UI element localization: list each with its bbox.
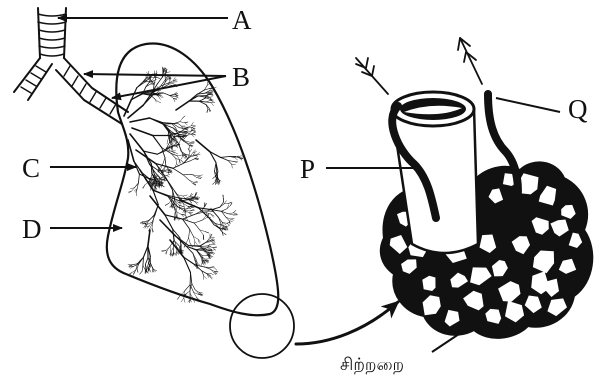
label-c: C: [22, 153, 40, 183]
label-p: P: [300, 154, 315, 184]
pointer-q: [496, 98, 560, 112]
trachea: [14, 8, 128, 124]
label-alveoli: சிற்றறை: [340, 355, 404, 375]
label-d: D: [22, 214, 42, 244]
label-a: A: [232, 5, 252, 35]
lung: [107, 43, 278, 315]
flow-arrow-right: [458, 38, 482, 84]
zoom-arrow: [296, 302, 398, 344]
label-q: Q: [568, 94, 588, 124]
zoom-circle: [230, 294, 294, 358]
pointer-alveoli: [432, 332, 462, 352]
bronchiole-tree: [124, 67, 243, 303]
label-b: B: [232, 62, 250, 92]
flow-arrow-left: [356, 58, 388, 94]
